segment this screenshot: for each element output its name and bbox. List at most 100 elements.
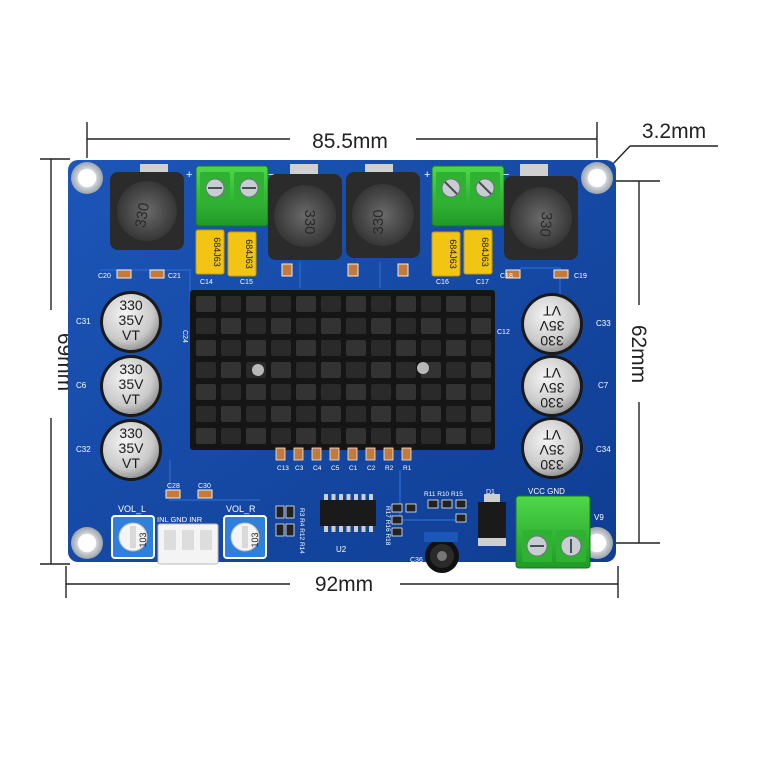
svg-text:103: 103 bbox=[250, 532, 260, 547]
dimension-annotations bbox=[40, 122, 718, 598]
label-d1: D1 bbox=[486, 489, 495, 496]
label-c31: C31 bbox=[76, 317, 91, 326]
svg-text:330: 330 bbox=[119, 297, 143, 313]
label-c16: C16 bbox=[436, 279, 449, 286]
label-input-header: INL GND INR bbox=[157, 515, 203, 524]
svg-text:35V: 35V bbox=[539, 318, 565, 334]
terminal-minus-label: − bbox=[268, 169, 274, 181]
label-bottom-cap-8: R1 bbox=[403, 465, 412, 472]
label-c21: C21 bbox=[168, 273, 181, 280]
film-cap-label-2: 684J63 bbox=[244, 239, 254, 269]
label-c33: C33 bbox=[596, 319, 611, 328]
label-r-top: R11 R10 R15 bbox=[424, 491, 463, 498]
label-c7: C7 bbox=[598, 381, 609, 390]
svg-text:VT: VT bbox=[122, 391, 140, 407]
label-c30: C30 bbox=[198, 483, 211, 490]
svg-text:35V: 35V bbox=[539, 380, 565, 396]
label-c6: C6 bbox=[76, 381, 87, 390]
smd-parts-top bbox=[116, 263, 569, 279]
dimension-height-right: 62mm bbox=[627, 325, 650, 383]
svg-text:VT: VT bbox=[122, 455, 140, 471]
label-bottom-cap-4: C5 bbox=[331, 465, 340, 472]
power-terminal bbox=[515, 495, 591, 569]
film-cap-label-3: 684J63 bbox=[448, 239, 458, 269]
input-header bbox=[157, 523, 219, 565]
svg-text:35V: 35V bbox=[119, 440, 145, 456]
svg-text:330: 330 bbox=[540, 457, 564, 473]
svg-text:103: 103 bbox=[138, 532, 148, 547]
film-cap-label-4: 684J63 bbox=[480, 237, 490, 267]
diode-d1: SS54 bbox=[478, 494, 506, 546]
label-vol-r: VOL_R bbox=[226, 504, 256, 514]
inductor-4: 330 bbox=[504, 164, 578, 260]
label-bottom-cap-2: C3 bbox=[295, 465, 304, 472]
label-c36: C36 bbox=[410, 557, 423, 564]
label-bottom-cap-5: C1 bbox=[349, 465, 358, 472]
smd-parts-bottom: C13 C3 C4 C5 C1 C2 R2 R1 bbox=[275, 447, 412, 472]
label-c15: C15 bbox=[240, 279, 253, 286]
film-cap-label-1: 684J63 bbox=[212, 237, 222, 267]
label-bottom-cap-1: C13 bbox=[277, 465, 289, 472]
label-r-group-left: R3 R4 R12 R14 bbox=[298, 508, 305, 554]
speaker-terminal-right bbox=[431, 165, 505, 227]
resistor-cluster-mid bbox=[391, 499, 467, 537]
svg-text:35V: 35V bbox=[539, 442, 565, 458]
electrolytic-c36 bbox=[424, 532, 459, 573]
svg-text:VT: VT bbox=[543, 427, 561, 443]
svg-text:330: 330 bbox=[132, 201, 153, 229]
smd-c28 bbox=[165, 489, 181, 499]
svg-text:330: 330 bbox=[119, 425, 143, 441]
label-u2: U2 bbox=[336, 545, 347, 554]
label-power: VCC GND bbox=[528, 487, 565, 496]
label-c18: C18 bbox=[500, 273, 513, 280]
terminal-plus-label-2: + bbox=[424, 169, 430, 181]
svg-text:SS54: SS54 bbox=[493, 511, 503, 533]
label-c24: C24 bbox=[181, 330, 188, 343]
label-r-group-mid: R17 R16 R18 bbox=[384, 506, 391, 546]
svg-text:35V: 35V bbox=[119, 376, 145, 392]
svg-text:VT: VT bbox=[122, 327, 140, 343]
label-bottom-cap-3: C4 bbox=[313, 465, 322, 472]
label-c19: C19 bbox=[574, 273, 587, 280]
label-vol-l: VOL_L bbox=[118, 504, 146, 514]
svg-text:330: 330 bbox=[540, 395, 564, 411]
svg-text:330: 330 bbox=[536, 211, 555, 237]
speaker-terminal-left bbox=[195, 165, 269, 227]
resistor-cluster-left bbox=[275, 505, 295, 537]
svg-text:330: 330 bbox=[370, 209, 387, 234]
svg-text:330: 330 bbox=[119, 361, 143, 377]
label-c12: C12 bbox=[497, 329, 510, 336]
label-c20: C20 bbox=[98, 273, 111, 280]
svg-text:330: 330 bbox=[301, 209, 318, 234]
label-c34: C34 bbox=[596, 445, 611, 454]
inductor-2: 330 bbox=[268, 164, 342, 260]
label-bottom-cap-6: C2 bbox=[367, 465, 376, 472]
pot-vol-l: 103 bbox=[111, 515, 155, 559]
heatsink bbox=[190, 290, 495, 450]
dimension-width-bottom: 92mm bbox=[315, 573, 373, 596]
svg-text:35V: 35V bbox=[119, 312, 145, 328]
label-c17: C17 bbox=[476, 279, 489, 286]
svg-text:VT: VT bbox=[543, 303, 561, 319]
terminal-minus-label-2: − bbox=[503, 169, 509, 181]
film-caps bbox=[195, 229, 493, 277]
inductor-3: 330 bbox=[346, 164, 420, 258]
label-bottom-cap-7: R2 bbox=[385, 465, 394, 472]
label-c28: C28 bbox=[167, 483, 180, 490]
inductor-1: 330 bbox=[110, 164, 184, 250]
svg-text:330: 330 bbox=[540, 333, 564, 349]
svg-text:VT: VT bbox=[543, 365, 561, 381]
label-c14: C14 bbox=[200, 279, 213, 286]
dimension-width-top: 85.5mm bbox=[312, 130, 388, 153]
pot-vol-r: 103 bbox=[223, 515, 267, 559]
label-c32: C32 bbox=[76, 445, 91, 454]
